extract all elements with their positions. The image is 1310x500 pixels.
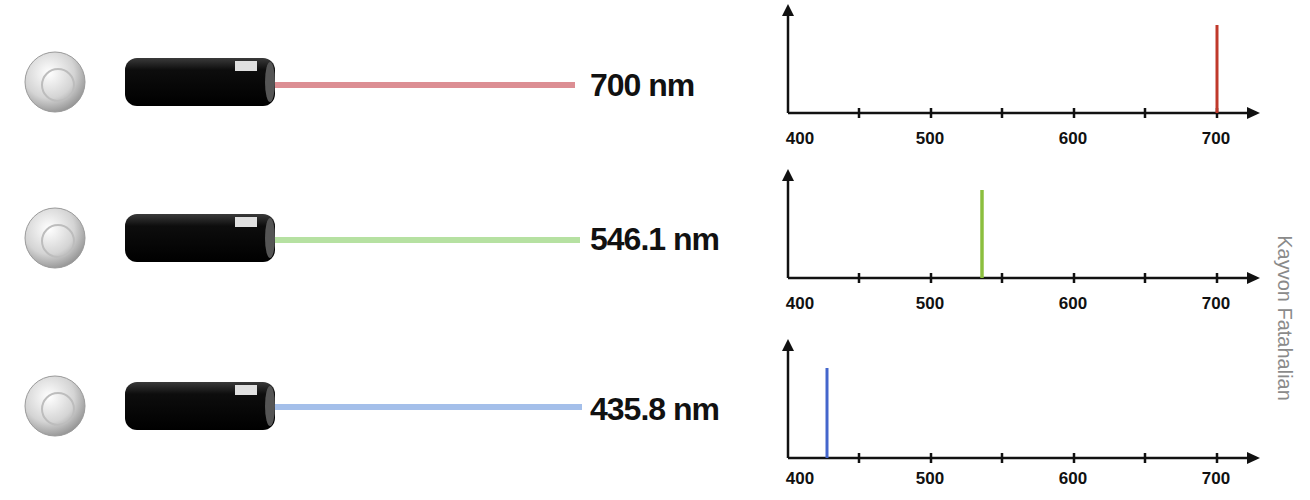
axis-arrowhead [1247,107,1260,119]
x-axis [788,457,1248,460]
axis-arrowhead [1247,272,1260,284]
axis-tick-label: 400 [786,295,814,312]
axis-tick-label: 600 [1059,130,1087,147]
spectral-line [826,368,829,458]
laser-row [25,376,582,436]
dial-knob [25,376,85,436]
laser-beam [275,237,580,243]
dial-ridge [42,225,74,257]
axis-arrowhead [1247,452,1260,464]
watermark: Kayvon Fatahalian [1275,235,1295,401]
laser-aperture [265,62,275,102]
spectral-line [980,190,984,278]
laser-body [125,214,275,262]
spectrum-chart [782,169,1260,284]
spectral-line [1216,25,1219,113]
laser-body [125,382,275,430]
x-axis [788,277,1248,280]
axis-arrowhead [782,169,794,181]
axis-tick-label: 500 [916,295,944,312]
axis-tick-label: 700 [1202,130,1230,147]
dial-ridge [42,393,74,425]
spectrum-chart [782,339,1260,464]
laser-label-plate [235,385,257,395]
wavelength-label: 546.1 nm [590,223,719,255]
y-axis [787,349,790,458]
dial-ridge [42,69,74,101]
laser-label-plate [235,217,257,227]
axis-arrowhead [782,339,794,351]
laser-row [25,208,580,268]
laser-row [25,52,575,112]
dial-knob [25,208,85,268]
axis-tick-label: 500 [916,470,944,487]
x-axis [788,112,1248,115]
axis-tick-label: 600 [1059,470,1087,487]
axis-tick-label: 500 [916,130,944,147]
laser-label-plate [235,61,257,71]
y-axis [787,179,790,278]
spectrum-chart [782,4,1260,119]
y-axis [787,14,790,113]
wavelength-label: 435.8 nm [590,393,719,425]
axis-tick-label: 700 [1202,470,1230,487]
laser-beam [275,82,575,88]
axis-tick-label: 600 [1059,295,1087,312]
laser-beam [275,404,582,410]
laser-aperture [265,218,275,258]
wavelength-label: 700 nm [590,69,694,101]
axis-arrowhead [782,4,794,16]
axis-tick-label: 700 [1202,295,1230,312]
axis-ticks [859,453,1217,463]
axis-ticks [859,108,1217,118]
axis-tick-label: 400 [786,130,814,147]
laser-aperture [265,386,275,426]
laser-body [125,58,275,106]
axis-tick-label: 400 [786,470,814,487]
dial-knob [25,52,85,112]
axis-ticks [859,273,1217,283]
